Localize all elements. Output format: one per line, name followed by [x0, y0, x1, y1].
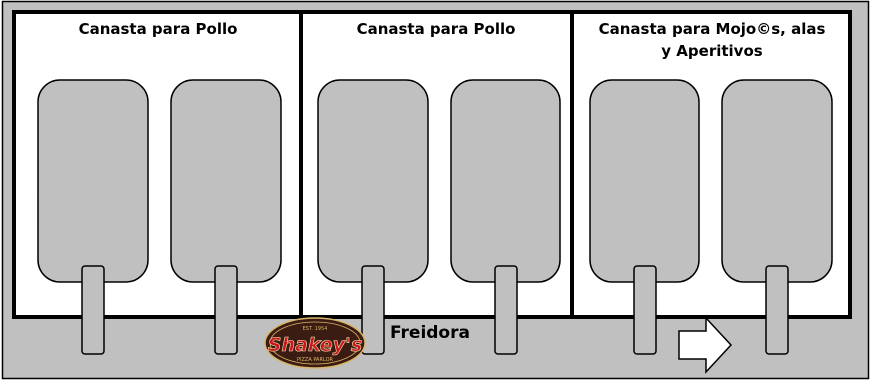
basket-handle-3	[361, 265, 385, 355]
section-title-3-line-1: Canasta para Mojo©s, alas	[599, 20, 826, 38]
right-arrow-icon	[678, 316, 733, 374]
logo-brand-text: Shakey's	[268, 334, 362, 356]
logo-top-text: EST. 1954	[303, 326, 328, 332]
basket-2	[170, 79, 282, 283]
basket-handle-4	[494, 265, 518, 355]
logo-bottom-text: PIZZA PARLOR	[297, 357, 333, 363]
section-titles: Canasta para Pollo Canasta para Pollo Ca…	[79, 20, 826, 60]
basket-5	[589, 79, 700, 283]
basket-handle-2	[214, 265, 238, 355]
fryer-label: Freidora	[390, 323, 470, 343]
baskets	[37, 79, 833, 283]
section-title-1: Canasta para Pollo	[79, 20, 238, 38]
shakeys-logo-icon: EST. 1954 Shakey's PIZZA PARLOR	[264, 317, 366, 369]
basket-handle-6	[765, 265, 789, 355]
basket-handles	[81, 265, 789, 355]
section-title-3-line-2: y Aperitivos	[661, 42, 762, 60]
section-title-2: Canasta para Pollo	[357, 20, 516, 38]
basket-handle-5	[633, 265, 657, 355]
basket-handle-1	[81, 265, 105, 355]
basket-3	[317, 79, 429, 283]
basket-1	[37, 79, 149, 283]
basket-4	[450, 79, 561, 283]
basket-6	[721, 79, 833, 283]
